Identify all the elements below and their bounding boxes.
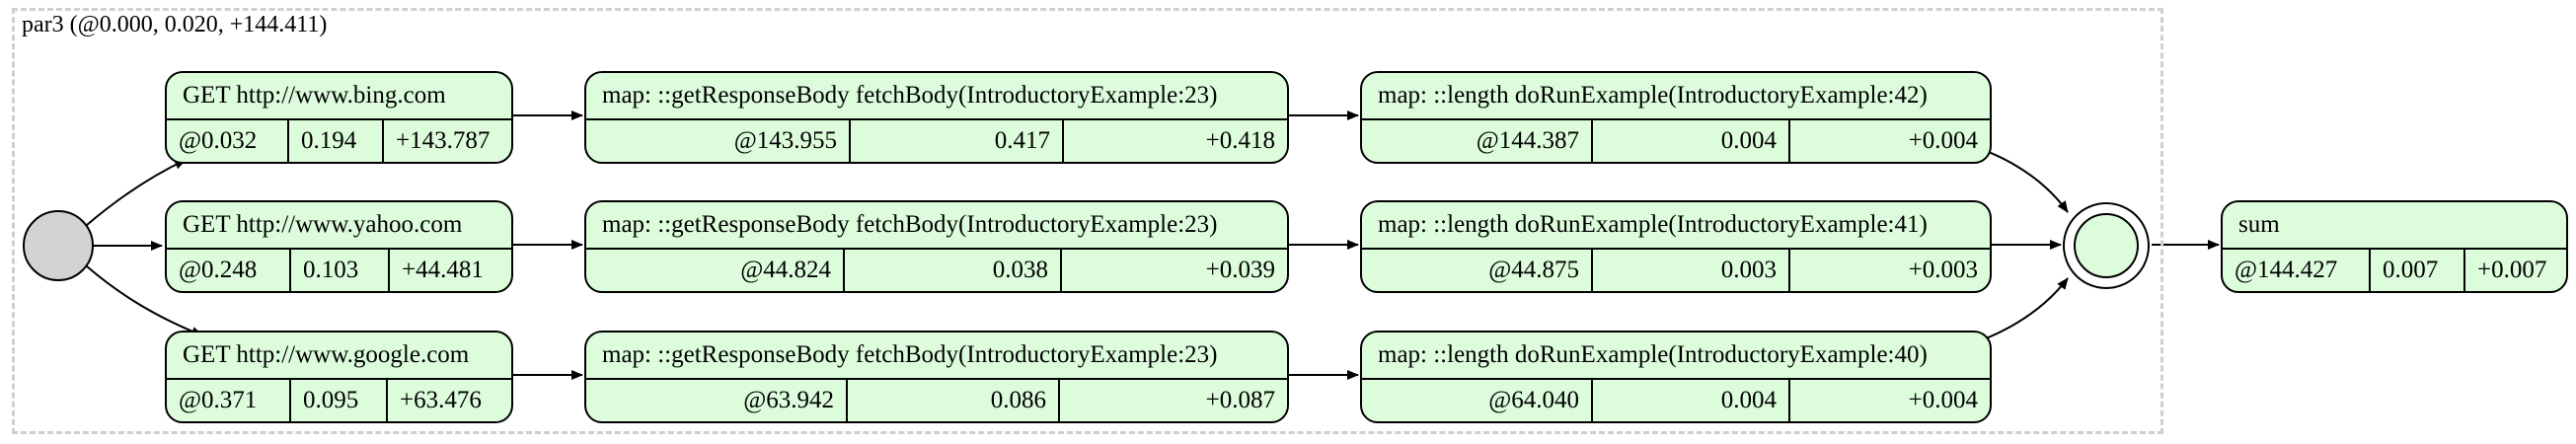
- duration-cell: 0.004: [1591, 120, 1788, 162]
- end-node-inner: [2074, 213, 2139, 278]
- start-time-cell: @44.875: [1488, 257, 1579, 283]
- node-title: GET http://www.bing.com: [167, 73, 511, 120]
- duration-cell: 0.086: [846, 380, 1058, 421]
- offset-cell: +63.476: [386, 380, 511, 421]
- start-time-cell: @144.427: [2235, 257, 2338, 283]
- edge-start-to-bing: [86, 159, 187, 226]
- start-time-cell: @44.824: [740, 257, 831, 283]
- node-title: map: ::length doRunExample(IntroductoryE…: [1362, 333, 1990, 380]
- duration-cell: 0.103: [289, 250, 388, 291]
- node-title: GET http://www.yahoo.com: [167, 202, 511, 250]
- offset-cell: +0.087: [1058, 380, 1287, 421]
- duration-cell: 0.007: [2369, 250, 2463, 291]
- duration-cell: 0.004: [1591, 380, 1788, 421]
- cluster-par3: [12, 8, 2163, 434]
- edge-start-to-google: [86, 265, 203, 336]
- start-node[interactable]: [23, 210, 94, 281]
- node-title: map: ::getResponseBody fetchBody(Introdu…: [586, 333, 1287, 380]
- node-body-1[interactable]: map: ::getResponseBody fetchBody(Introdu…: [584, 71, 1289, 164]
- duration-cell: 0.194: [287, 120, 382, 162]
- offset-cell: +0.007: [2463, 250, 2566, 291]
- cluster-label: par3 (@0.000, 0.020, +144.411): [22, 12, 328, 37]
- start-time-cell: @63.942: [743, 387, 834, 413]
- node-title: map: ::length doRunExample(IntroductoryE…: [1362, 73, 1990, 120]
- node-title: GET http://www.google.com: [167, 333, 511, 380]
- duration-cell: 0.003: [1591, 250, 1788, 291]
- offset-cell: +0.039: [1060, 250, 1287, 291]
- duration-cell: 0.038: [843, 250, 1060, 291]
- start-time-cell: @144.387: [1476, 127, 1579, 154]
- node-length-1[interactable]: map: ::length doRunExample(IntroductoryE…: [1360, 71, 1992, 164]
- node-title: map: ::length doRunExample(IntroductoryE…: [1362, 202, 1990, 250]
- node-title: sum: [2223, 202, 2566, 250]
- node-request-google[interactable]: GET http://www.google.com @0.371 0.095 +…: [165, 331, 513, 423]
- start-time-cell: @0.371: [179, 387, 258, 413]
- node-sum[interactable]: sum @144.427 0.007 +0.007: [2221, 200, 2568, 293]
- duration-cell: 0.417: [849, 120, 1062, 162]
- node-title: map: ::getResponseBody fetchBody(Introdu…: [586, 202, 1287, 250]
- offset-cell: +0.004: [1788, 120, 1990, 162]
- offset-cell: +143.787: [382, 120, 511, 162]
- node-body-3[interactable]: map: ::getResponseBody fetchBody(Introdu…: [584, 331, 1289, 423]
- start-time-cell: @0.248: [179, 257, 258, 283]
- node-length-2[interactable]: map: ::length doRunExample(IntroductoryE…: [1360, 200, 1992, 293]
- offset-cell: +44.481: [388, 250, 511, 291]
- start-time-cell: @143.955: [733, 127, 837, 154]
- node-title: map: ::getResponseBody fetchBody(Introdu…: [586, 73, 1287, 120]
- duration-cell: 0.095: [289, 380, 386, 421]
- node-request-bing[interactable]: GET http://www.bing.com @0.032 0.194 +14…: [165, 71, 513, 164]
- offset-cell: +0.003: [1788, 250, 1990, 291]
- offset-cell: +0.418: [1062, 120, 1287, 162]
- start-time-cell: @64.040: [1488, 387, 1579, 413]
- node-body-2[interactable]: map: ::getResponseBody fetchBody(Introdu…: [584, 200, 1289, 293]
- end-node[interactable]: [2063, 202, 2150, 289]
- offset-cell: +0.004: [1788, 380, 1990, 421]
- node-length-3[interactable]: map: ::length doRunExample(IntroductoryE…: [1360, 331, 1992, 423]
- node-request-yahoo[interactable]: GET http://www.yahoo.com @0.248 0.103 +4…: [165, 200, 513, 293]
- start-time-cell: @0.032: [179, 127, 258, 154]
